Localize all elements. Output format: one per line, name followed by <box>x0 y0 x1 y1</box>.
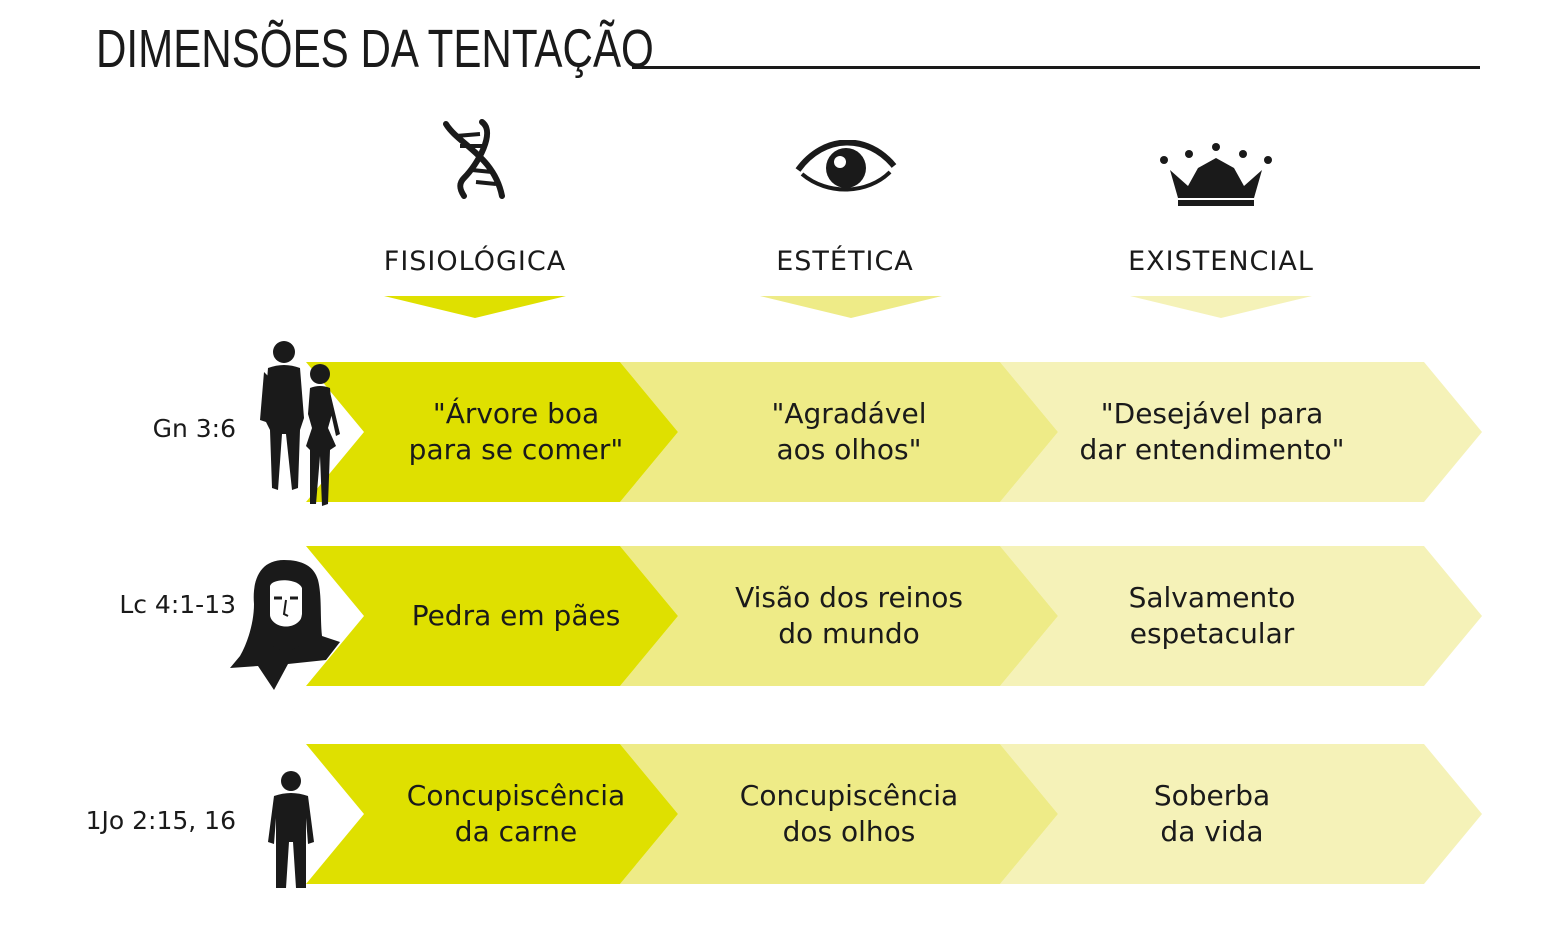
cell-existencial: Soberba da vida <box>1153 779 1271 848</box>
cell-fisiologica: Pedra em pães <box>411 599 621 632</box>
row-reference-3: 1Jo 2:15, 16 <box>85 806 236 835</box>
column-label-estetica: ESTÉTICA <box>776 246 914 277</box>
cell-estetica: Visão dos reinos do mundo <box>735 581 963 650</box>
cell-existencial: Salvamento espetacular <box>1128 581 1296 650</box>
cell-estetica: Concupiscência dos olhos <box>739 779 959 848</box>
row-reference-1: Gn 3:6 <box>152 414 236 443</box>
cell-fisiologica: "Árvore boa para se comer" <box>408 397 624 466</box>
dna-icon <box>443 119 505 199</box>
cell-fisiologica: Concupiscência da carne <box>406 779 626 848</box>
column-label-fisiologica: FISIOLÓGICA <box>383 246 567 277</box>
column-label-existencial: EXISTENCIAL <box>1128 246 1314 277</box>
row-genesis: "Árvore boa para se comer" "Agradável ao… <box>306 362 1482 502</box>
column-marker-2 <box>760 296 942 318</box>
crown-icon <box>1160 143 1272 206</box>
page-title: DIMENSÕES DA TENTAÇÃO <box>96 19 654 79</box>
column-marker-3 <box>1130 296 1312 318</box>
eye-icon <box>795 140 897 192</box>
row-first-john: Concupiscência da carne Concupiscência d… <box>306 744 1482 884</box>
adam-and-eve-silhouette-icon <box>260 341 340 506</box>
jesus-portrait-icon <box>230 560 340 690</box>
cell-existencial: "Desejável para dar entendimento" <box>1079 397 1345 466</box>
title-rule <box>632 66 1480 69</box>
row-luke: Pedra em pães Visão dos reinos do mundo … <box>306 546 1482 686</box>
man-silhouette-icon <box>268 771 314 888</box>
cell-estetica: "Agradável aos olhos" <box>771 397 927 466</box>
column-marker-1 <box>384 296 566 318</box>
row-reference-2: Lc 4:1-13 <box>119 590 236 619</box>
